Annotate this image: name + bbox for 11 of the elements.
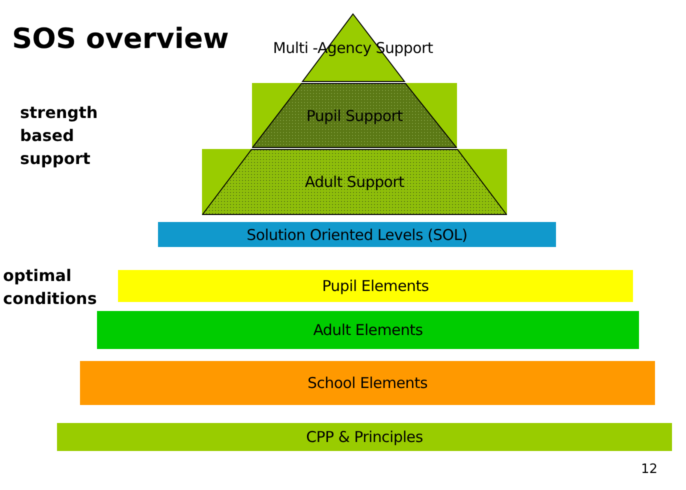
page-number: 12	[641, 462, 658, 478]
slide-title: SOS overview	[12, 22, 229, 56]
level-bar: Adult Elements	[97, 311, 639, 349]
level-bar: Pupil Elements	[118, 270, 633, 302]
pyramid-tier: Adult Support	[202, 149, 507, 215]
pyramid-tier: Pupil Support	[252, 83, 457, 148]
level-bar: Solution Oriented Levels (SOL)	[158, 222, 556, 247]
level-bar: CPP & Principles	[57, 423, 672, 451]
side-label: strength based support	[20, 102, 99, 170]
level-bar: School Elements	[80, 361, 655, 405]
side-label: optimal conditions	[3, 265, 98, 310]
